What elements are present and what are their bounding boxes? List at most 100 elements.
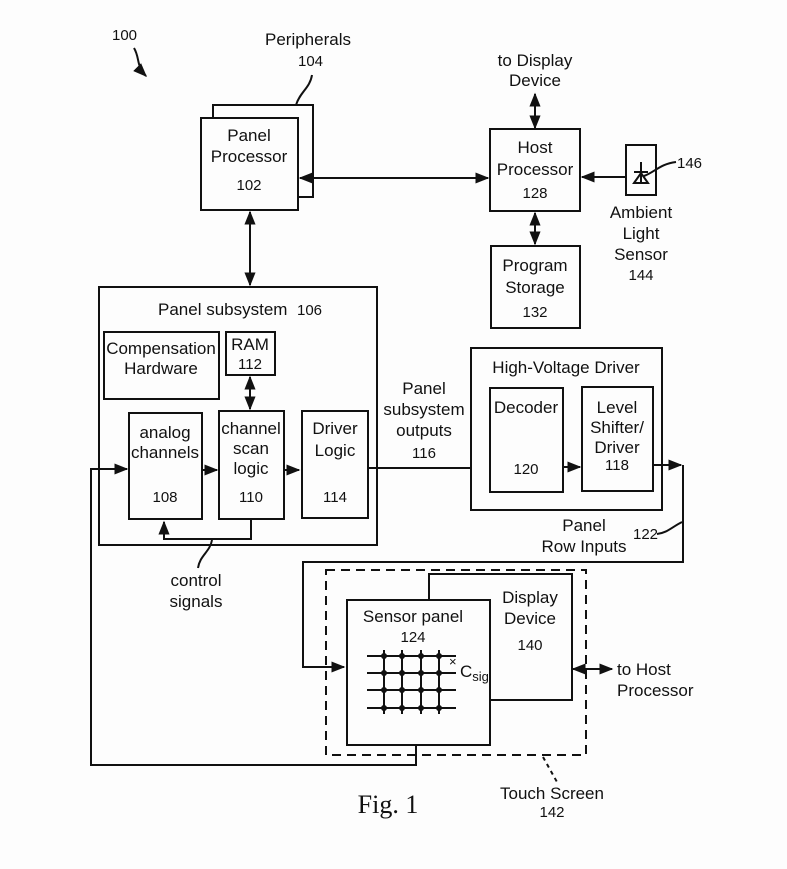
sensor-panel-label: Sensor panel [363,607,463,626]
channel-scan-logic-line3: logic [234,459,269,478]
sensor-node [436,670,442,676]
ambient-light-sensor-block: 146 Ambient Light Sensor 144 [610,144,702,284]
compensation-hardware-line2: Hardware [124,359,198,378]
csig-main: C [460,662,472,681]
panel-outputs-line3: outputs [396,421,452,440]
sensor-node [399,705,405,711]
program-storage-ref: 132 [522,304,547,321]
control-signals-line1: control [170,571,221,590]
sensor-node [381,670,387,676]
ram-label: RAM [231,335,269,354]
ambient-light-sensor-line1: Ambient [610,203,673,222]
analog-channels-line2: channels [131,443,199,462]
figure-reference: 100 [112,27,137,44]
decoder-box [489,387,564,493]
sensor-node [399,687,405,693]
figure-caption: Fig. 1 [358,790,419,819]
analog-channels-box [128,412,203,520]
sensor-node [418,687,424,693]
control-signals-leader [197,539,213,569]
peripherals-leader [295,74,313,106]
to-host-processor-line2: Processor [617,681,694,700]
peripherals-label: Peripherals [265,30,351,49]
sense-return-line [90,463,417,766]
host-processor-line1: Host [518,138,553,157]
program-storage-box [490,245,581,329]
host-processor-block: Host Processor 128 [489,128,581,212]
panel-processor-line1: Panel [227,126,270,145]
driver-logic-ref: 114 [323,489,347,506]
sensor-panel-block: Sensor panel 124 Csig × [346,599,491,746]
ambient-light-sensor-line2: Light [623,224,660,243]
sensor-node [399,653,405,659]
panel-subsystem-block: Panel subsystem 106 Compensation Hardwar… [98,286,378,546]
to-display-device-line1: to Display [498,51,573,70]
display-device-ref: 140 [517,637,542,654]
display-device-line2: Device [504,609,556,628]
level-shifter-line1: Level [597,398,638,417]
touch-screen-leader [542,756,558,783]
compensation-hardware-line1: Compensation [106,339,216,358]
driver-logic-line2: Logic [315,441,356,460]
sensor-node [436,687,442,693]
panel-outputs-line1: Panel [402,379,445,398]
touch-screen-ref: 142 [539,804,564,821]
driver-logic-box [301,410,369,519]
sensor-node [436,653,442,659]
sensor-node [381,705,387,711]
figure-reference-arrow [133,47,147,77]
channel-scan-logic-box [218,410,285,520]
diode-leader [643,161,677,177]
sensor-node [418,705,424,711]
host-processor-line2: Processor [497,160,574,179]
host-processor-box [489,128,581,212]
sensor-node [418,653,424,659]
program-storage-block: Program Storage 132 [490,245,581,329]
panel-subsystem-label: Panel subsystem [158,300,287,319]
level-shifter-ref: 118 [605,457,629,474]
decoder-ref: 120 [513,461,538,478]
ambient-light-sensor-ref: 144 [628,267,653,284]
channel-scan-logic-line1: channel [221,419,281,438]
program-storage-line2: Storage [505,278,565,297]
sensor-node [381,653,387,659]
channel-scan-logic-line2: scan [233,439,269,458]
csig-sub: sig [472,669,489,684]
high-voltage-driver-block: High-Voltage Driver Decoder 120 Level Sh… [470,347,663,511]
level-shifter-line2: Shifter/ [590,418,644,437]
panel-row-inputs-line2: Row Inputs [541,537,626,556]
host-processor-ref: 128 [522,185,547,202]
panel-row-inputs-leader [656,521,683,535]
panel-processor-ref: 102 [236,177,261,194]
panel-processor-block: Panel Processor 102 [200,117,299,211]
sensor-node [381,687,387,693]
level-shifter-line3: Driver [594,438,640,457]
decoder-label: Decoder [494,398,559,417]
ram-box [225,331,276,376]
ambient-light-sensor-box [625,144,657,196]
analog-channels-line1: analog [139,423,190,442]
panel-processor-box [200,117,299,211]
ram-ref: 112 [238,356,262,373]
panel-row-inputs-line [302,465,684,673]
level-shifter-box [581,386,654,492]
sensor-node [399,670,405,676]
touch-screen-boundary [325,569,587,756]
display-device-line1: Display [502,588,558,607]
to-host-processor-line1: to Host [617,660,671,679]
diode-ref: 146 [677,155,702,172]
sensor-node [418,670,424,676]
control-signals-line2: signals [170,592,223,611]
sensor-panel-ref: 124 [400,629,425,646]
channel-scan-logic-ref: 110 [239,489,263,506]
to-display-device-line2: Device [509,71,561,90]
csig-label: Csig [460,662,489,684]
panel-processor-line2: Processor [211,147,288,166]
sensor-grid [367,650,456,714]
panel-outputs-ref: 116 [412,445,436,462]
ambient-light-sensor-line3: Sensor [614,245,668,264]
compensation-hardware-box [103,331,220,400]
program-storage-line1: Program [502,256,567,275]
touch-screen-label: Touch Screen [500,784,604,803]
